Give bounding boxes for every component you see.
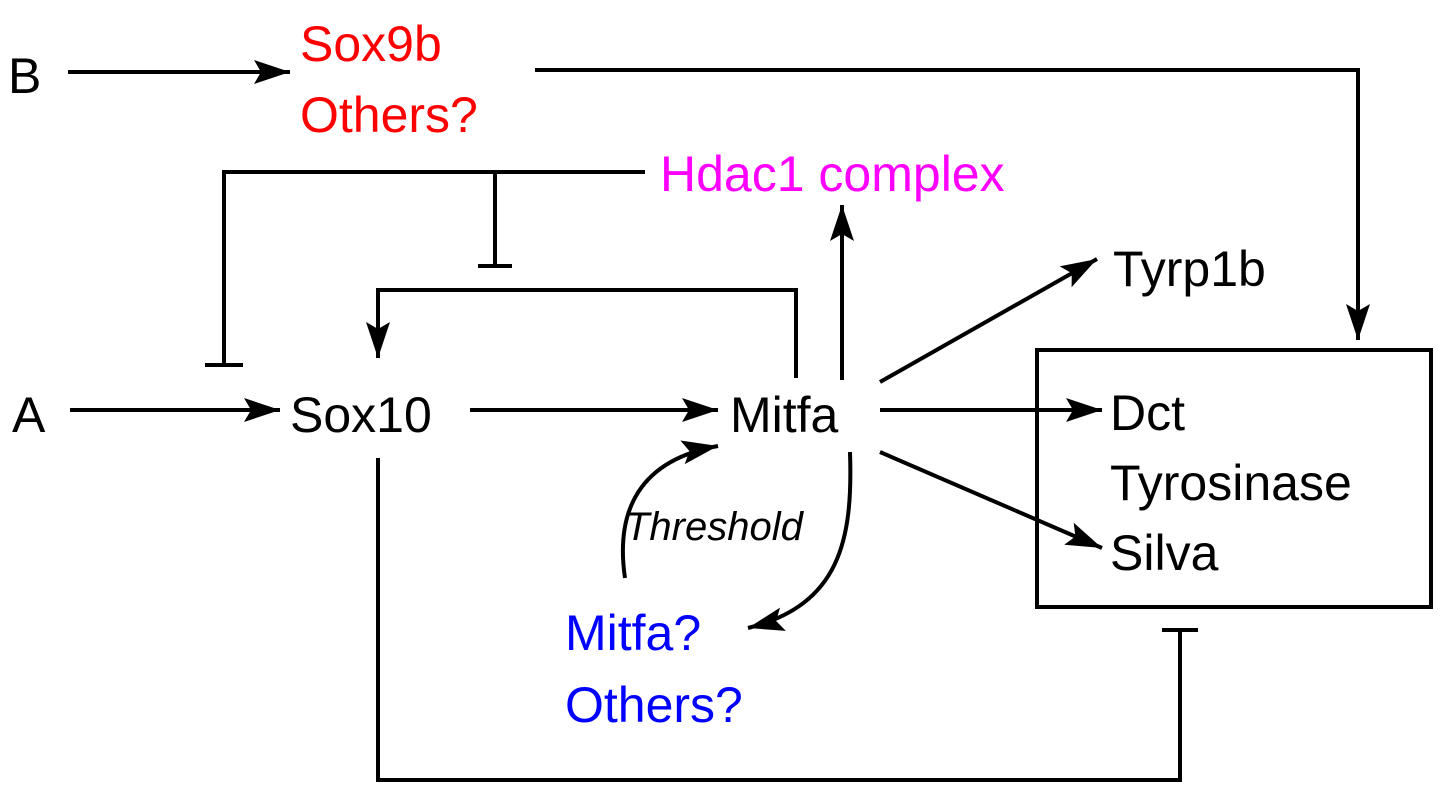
sox9b-others-label: Others? [300, 87, 478, 143]
sox10-label: Sox10 [290, 387, 432, 443]
arrow-mitfa-to-sox10-loop [366, 288, 798, 378]
arrow-sox9b-to-target-box [535, 68, 1370, 340]
arrow-mitfa-to-mitfa-question [747, 451, 853, 631]
dct-label: Dct [1110, 385, 1185, 441]
hdac1-complex-label: Hdac1 complex [660, 146, 1005, 202]
input-a-label: A [12, 387, 46, 443]
inhibit-hdac1-to-sox10 [222, 170, 645, 365]
threshold-label: Threshold [625, 505, 805, 549]
inhibit-sox10-to-target-box [376, 458, 1182, 782]
tyrp1b-label: Tyrp1b [1113, 241, 1266, 297]
arrow-mitfa-to-tyrp1b [879, 257, 1098, 384]
input-b-label: B [8, 48, 41, 104]
mitfa-question-label: Mitfa? [565, 605, 701, 661]
arrow-mitfa-question-to-mitfa [620, 440, 719, 579]
blue-others-label: Others? [565, 677, 743, 733]
arrow-mitfa-to-silva [879, 450, 1103, 550]
target-genes-box [1035, 348, 1433, 609]
sox9b-label: Sox9b [300, 16, 442, 72]
mitfa-label: Mitfa [730, 387, 839, 443]
tyrosinase-label: Tyrosinase [1110, 455, 1352, 511]
silva-label: Silva [1110, 525, 1219, 581]
